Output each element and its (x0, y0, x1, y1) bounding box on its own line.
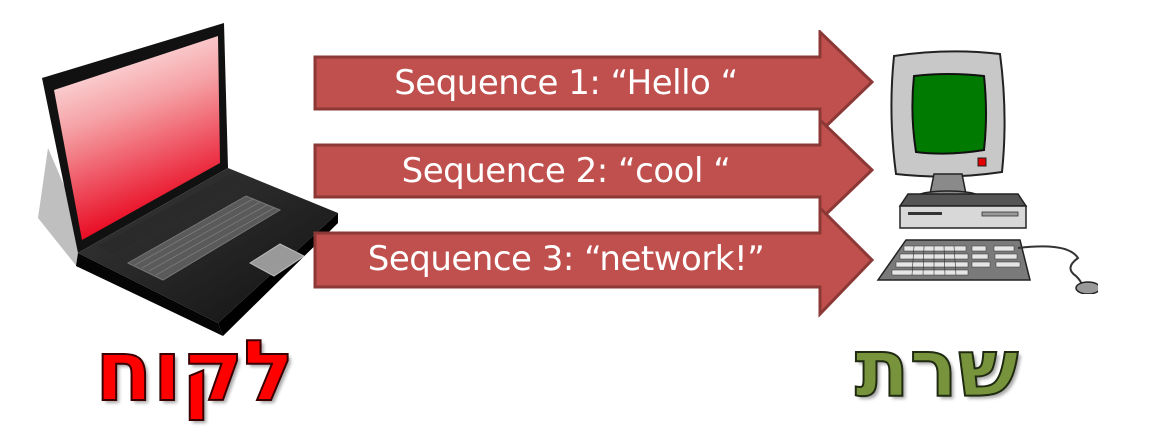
sequence-1-label: Sequence 1: “Hello “ (394, 63, 738, 103)
sequence-3-label: Sequence 3: “network!” (367, 239, 765, 279)
sequence-1-arrow: Sequence 1: “Hello “ (312, 30, 877, 134)
sequence-2-arrow: Sequence 2: “cool “ (312, 118, 877, 222)
client-label: לקוח (94, 321, 295, 421)
laptop-icon (18, 18, 348, 338)
server-label: שרת (854, 321, 1019, 416)
desktop-computer-icon (868, 44, 1101, 295)
sequence-2-label: Sequence 2: “cool “ (401, 151, 731, 191)
sequence-3-arrow: Sequence 3: “network!” (312, 206, 877, 318)
